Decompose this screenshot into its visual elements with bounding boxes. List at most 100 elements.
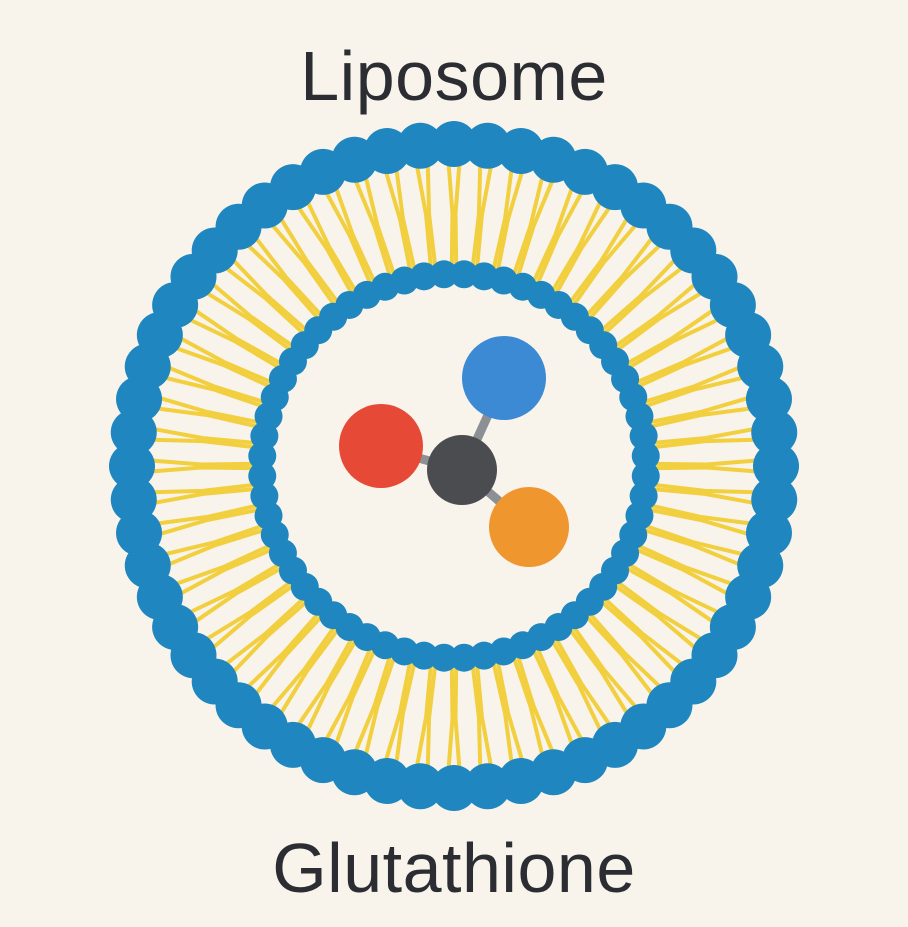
lipid-tail-icon xyxy=(475,664,494,769)
lipid-tail-icon xyxy=(625,307,716,366)
lipid-tail-icon xyxy=(363,174,396,276)
lipid-tail-icon xyxy=(536,189,585,285)
lipid-tail-icon xyxy=(323,189,372,285)
lipid-head-icon xyxy=(450,643,479,672)
lipid-tail-icon xyxy=(635,335,731,384)
lipid-tail-icon xyxy=(600,600,678,675)
lipid-tail-icon xyxy=(151,487,256,506)
lipid-tail-icon xyxy=(192,566,283,625)
lipid-tail-icon xyxy=(305,640,357,734)
lipid-tail-icon xyxy=(585,235,655,317)
lipid-head-icon xyxy=(429,260,458,289)
lipid-tail-icon xyxy=(653,482,758,495)
lipid-tail-icon xyxy=(470,162,483,267)
lipid-tail-icon xyxy=(644,375,746,408)
lipid-tail-icon xyxy=(628,563,722,615)
lipid-tail-icon xyxy=(353,655,392,755)
lipid-tail-icon xyxy=(173,345,271,388)
lipid-tail-icon xyxy=(425,162,438,267)
lipid-tail-icon xyxy=(496,661,525,764)
lipid-tail-icon xyxy=(269,626,336,710)
lipid-tail-icon xyxy=(512,174,545,276)
inner-leaflet-heads xyxy=(248,260,660,672)
lipid-tail-icon xyxy=(295,204,354,295)
lipid-tail-icon xyxy=(649,395,752,424)
lipid-head-icon xyxy=(431,765,477,811)
lipid-tail-icon xyxy=(603,597,685,667)
lipid-tail-icon xyxy=(516,177,555,277)
lipid-tail-icon xyxy=(512,656,545,758)
lipid-tail-icon xyxy=(383,661,412,764)
lipid-tail-icon xyxy=(151,426,256,445)
lipid-tail-icon xyxy=(414,163,433,268)
lipid-tail-icon xyxy=(230,257,308,332)
lipid-tail-icon xyxy=(165,365,265,404)
lipid-tail-icon xyxy=(177,548,273,597)
lipid-tail-icon xyxy=(588,612,663,690)
lipid-tail-icon xyxy=(554,204,613,295)
lipid-tail-icon xyxy=(585,615,655,697)
lipid-tail-icon xyxy=(650,406,754,429)
lipid-tail-icon xyxy=(475,163,494,268)
lipid-tail-icon xyxy=(637,345,735,388)
lipid-tail-icon xyxy=(305,198,357,292)
lipid-tail-icon xyxy=(614,584,698,651)
atom-center xyxy=(427,435,497,505)
lipid-tail-icon xyxy=(614,281,698,348)
atom-red xyxy=(339,404,423,488)
lipid-tail-icon xyxy=(245,242,320,320)
lipid-tail-icon xyxy=(568,215,630,304)
lipid-tail-icon xyxy=(154,406,258,429)
lipid-tail-icon xyxy=(363,656,396,758)
lipid-tail-icon xyxy=(491,662,514,766)
lipid-tail-icon xyxy=(425,665,438,770)
lipid-tail-icon xyxy=(551,198,603,292)
lipid-tail-icon xyxy=(551,640,603,734)
lipid-tail-icon xyxy=(223,597,305,667)
lipid-tail-icon xyxy=(637,544,735,587)
lipid-tail-icon xyxy=(572,222,639,306)
lipid-tail-icon xyxy=(192,307,283,366)
lipid-tail-icon xyxy=(625,566,716,625)
lipid-tail-icon xyxy=(150,482,255,495)
lipid-tail-icon xyxy=(210,281,294,348)
lipid-tail-icon xyxy=(554,637,613,728)
lipid-tail-icon xyxy=(150,437,255,450)
lipid-tail-icon xyxy=(628,317,722,369)
lipid-tail-icon xyxy=(653,458,759,467)
lipid-tail-icon xyxy=(149,458,255,467)
lipid-tail-icon xyxy=(516,655,555,755)
lipid-tail-icon xyxy=(532,649,575,747)
glutathione-molecule-icon xyxy=(339,336,569,567)
lipid-tail-icon xyxy=(414,664,433,769)
lipid-tail-icon xyxy=(643,528,743,567)
lipid-tail-icon xyxy=(453,665,462,771)
lipid-tail-icon xyxy=(650,503,754,526)
lipid-tail-icon xyxy=(278,215,340,304)
lipid-tail-icon xyxy=(532,185,575,283)
lipid-tail-icon xyxy=(173,544,271,587)
lipid-head-icon xyxy=(248,462,277,491)
lipid-tail-icon xyxy=(588,242,663,320)
lipid-tail-icon xyxy=(323,647,372,743)
lipid-tail-icon xyxy=(616,290,705,352)
lipid-tail-icon xyxy=(353,177,392,277)
lipid-head-icon xyxy=(109,443,155,489)
lipid-tail-icon xyxy=(186,317,280,369)
lipid-tail-icon xyxy=(394,166,417,270)
lipid-tail-icon xyxy=(644,524,746,557)
lipid-head-icon xyxy=(464,763,511,810)
atom-orange xyxy=(489,487,569,567)
lipid-tail-icon xyxy=(165,528,265,567)
lipid-tail-icon xyxy=(333,649,376,747)
lipid-tail-icon xyxy=(333,185,376,283)
lipid-tail-icon xyxy=(156,395,259,424)
lipid-tail-icon xyxy=(635,548,731,597)
lipid-head-icon xyxy=(753,443,799,489)
lipid-head-icon xyxy=(431,121,477,167)
lipid-tail-icon xyxy=(149,465,255,474)
lipid-tail-icon xyxy=(536,647,585,743)
lipid-tail-icon xyxy=(210,584,294,651)
lipid-tail-icon xyxy=(572,626,639,710)
